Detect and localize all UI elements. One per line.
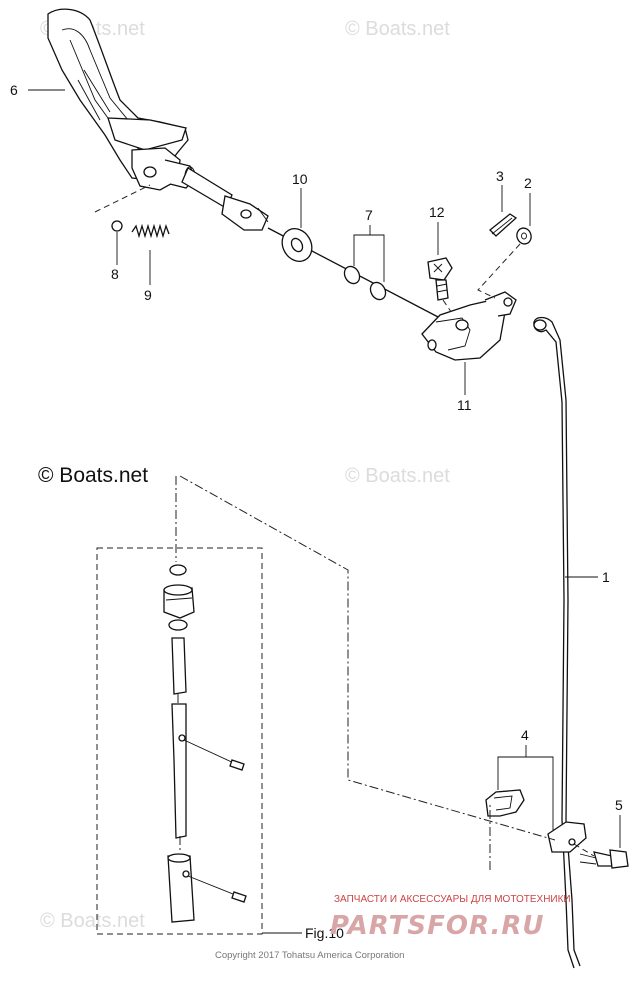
fig10-assembly (163, 564, 195, 923)
detent-spring (131, 223, 170, 239)
fig10-group-box (96, 547, 263, 935)
rod-clip-open (485, 789, 525, 817)
dealer-tagline: ЗАПЧАСТИ И АКСЕССУАРЫ ДЛЯ МОТОТЕХНИКИ (334, 894, 571, 905)
callout-9: 9 (144, 287, 152, 303)
fig10-pin-lower (187, 875, 247, 903)
callout-6: 6 (10, 82, 18, 98)
callout-3: 3 (496, 168, 504, 184)
small-washer-b (369, 281, 387, 301)
bracket-7 (353, 234, 385, 282)
callout-11: 11 (457, 397, 472, 413)
callout-1: 1 (602, 569, 610, 585)
callout-4: 4 (521, 727, 529, 743)
detent-ball (111, 220, 123, 232)
callout-5: 5 (615, 797, 623, 813)
bolt-axis (573, 843, 595, 857)
shift-rod (533, 316, 581, 969)
figure-reference-label: Fig.10 (305, 925, 344, 941)
copyright-text: Copyright 2017 Tohatsu America Corporati… (215, 950, 404, 961)
callout-10: 10 (292, 171, 308, 187)
callout-8: 8 (111, 266, 119, 282)
callout-2: 2 (524, 175, 532, 191)
thrust-washer (281, 228, 313, 262)
shift-lever-bracket (421, 291, 517, 361)
rod-clip-installed (547, 821, 587, 853)
watermark-mid-left: © Boats.net (38, 464, 148, 487)
clip-bolt (579, 849, 629, 869)
plain-washer-hole (521, 232, 527, 240)
cotter-pin (489, 213, 518, 237)
callout-12: 12 (429, 204, 445, 220)
dealer-brand: PARTSFOR.RU (330, 911, 544, 941)
callout-7: 7 (365, 207, 373, 223)
small-washer-a (343, 265, 361, 285)
plain-washer (516, 227, 532, 245)
shift-lever-handle (47, 8, 269, 231)
watermark-mid-right: © Boats.net (345, 465, 450, 487)
washer-axis (477, 243, 521, 299)
set-screw (427, 257, 453, 301)
bracket-4 (497, 756, 554, 830)
watermark-top-right: © Boats.net (345, 18, 450, 40)
detent-axis-line (94, 184, 151, 213)
fig10-pin-upper (183, 739, 245, 771)
reference-chain-upper (179, 475, 556, 841)
watermark-bottom-left: © Boats.net (40, 910, 145, 932)
